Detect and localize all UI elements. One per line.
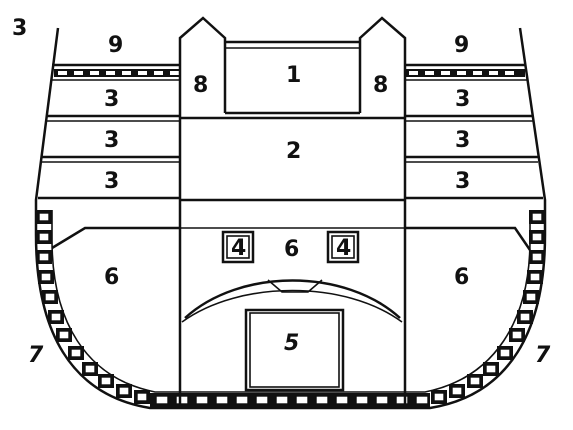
label-right-row-3: 3: [455, 169, 470, 194]
label-left-lower: 6: [104, 265, 119, 290]
label-left-row-1: 3: [104, 87, 119, 112]
label-top-left: 9: [108, 33, 123, 58]
label-hull-left: 7: [28, 343, 44, 368]
hull-cell: [38, 212, 50, 222]
hull-cell: [469, 376, 481, 386]
hull-cell: [38, 252, 50, 262]
label-hull-right: 7: [535, 343, 551, 368]
hull-cell: [315, 395, 329, 405]
label-box-right: 4: [336, 236, 351, 261]
deck-strip-cell: [154, 71, 163, 75]
deck-strip: [54, 69, 180, 77]
central-structure: [178, 16, 407, 408]
hull-cell: [70, 348, 82, 358]
deck-strip-cell: [489, 71, 498, 75]
side-compartments: [51, 226, 532, 251]
label-bottom-center: 5: [284, 331, 299, 356]
label-right-lower: 6: [454, 265, 469, 290]
deck-strip-cell: [90, 71, 99, 75]
label-corner: 3: [12, 16, 27, 41]
deck-strip-cell: [170, 71, 179, 75]
hull-cell: [58, 330, 70, 340]
hull-cell: [433, 392, 445, 402]
hull-cell: [38, 232, 50, 242]
hull-cell: [175, 395, 189, 405]
deck-strip-cell: [425, 71, 434, 75]
hull-cell-pattern: [36, 210, 545, 407]
label-center-lower: 6: [284, 237, 299, 262]
label-box-left: 4: [231, 236, 246, 261]
right-decks: [405, 63, 543, 200]
boiler-boxes: [221, 230, 360, 264]
label-left-row-3: 3: [104, 169, 119, 194]
hull-cell: [519, 312, 531, 322]
deck-strip-cell: [441, 71, 450, 75]
hull-cell: [355, 395, 369, 405]
hull-cell: [395, 395, 409, 405]
hull-cell: [525, 292, 537, 302]
label-center-middle: 2: [286, 139, 301, 164]
hull-cell: [531, 252, 543, 262]
deck-strip-cell: [74, 71, 83, 75]
hull-cell: [485, 364, 497, 374]
label-top-center: 1: [286, 63, 301, 88]
hull-cell: [50, 312, 62, 322]
hull-cell: [235, 395, 249, 405]
deck-strip-cell: [457, 71, 466, 75]
deck-strip-pattern: [54, 69, 525, 77]
hull-cell: [415, 395, 429, 405]
hull-cell: [531, 232, 543, 242]
hull-cell: [255, 395, 269, 405]
hull-cell: [295, 395, 309, 405]
label-post-left: 8: [193, 73, 208, 98]
label-top-right: 9: [454, 33, 469, 58]
hull-cell: [40, 272, 52, 282]
hull-cell: [529, 272, 541, 282]
hull-inner-line: [51, 210, 531, 393]
hull-cell: [335, 395, 349, 405]
hull-cell: [511, 330, 523, 340]
hull-cell: [375, 395, 389, 405]
hull-cell: [100, 376, 112, 386]
label-left-row-2: 3: [104, 128, 119, 153]
hull-cell: [44, 292, 56, 302]
deck-strip-cell: [409, 71, 418, 75]
hull-cell: [451, 386, 463, 396]
hull-cell: [275, 395, 289, 405]
left-decks: [38, 63, 180, 200]
label-post-right: 8: [373, 73, 388, 98]
deck-strip-cell: [138, 71, 147, 75]
hull-cell: [531, 212, 543, 222]
hull-cell: [195, 395, 209, 405]
label-right-row-2: 3: [455, 128, 470, 153]
deck-strip-cell: [473, 71, 482, 75]
hull-cell: [118, 386, 130, 396]
deck-strip-cell: [58, 71, 67, 75]
hull-cell: [215, 395, 229, 405]
hull-cell: [155, 395, 169, 405]
deck-strip-cell: [505, 71, 514, 75]
hull-cell: [499, 348, 511, 358]
hull-cell: [84, 364, 96, 374]
deck-strip-cell: [106, 71, 115, 75]
hull-cell: [136, 392, 148, 402]
deck-strip-cell: [122, 71, 131, 75]
label-right-row-1: 3: [455, 87, 470, 112]
